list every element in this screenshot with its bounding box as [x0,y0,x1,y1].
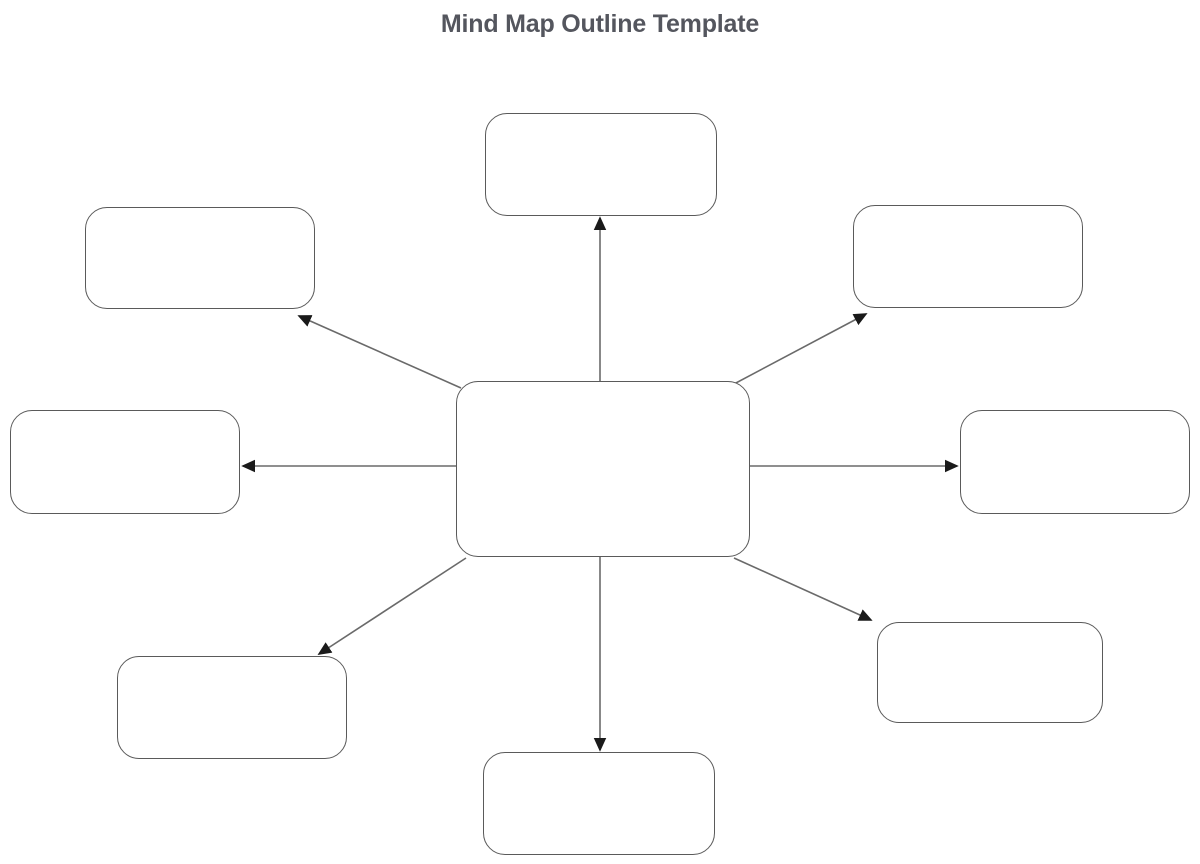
branch-left[interactable] [10,410,240,514]
central-topic[interactable] [456,381,750,557]
branch-bottom-left[interactable] [117,656,347,759]
edge-to-top-right [733,313,868,385]
edge-to-top-left [297,315,462,389]
edge-to-bottom-right [733,557,873,621]
branch-right[interactable] [960,410,1190,514]
branch-bottom[interactable] [483,752,715,855]
branch-top[interactable] [485,113,717,216]
branch-bottom-right[interactable] [877,622,1103,723]
page-title: Mind Map Outline Template [440,10,760,38]
branch-top-left[interactable] [85,207,315,309]
branch-top-right[interactable] [853,205,1083,308]
edge-to-bottom-left [317,557,467,655]
